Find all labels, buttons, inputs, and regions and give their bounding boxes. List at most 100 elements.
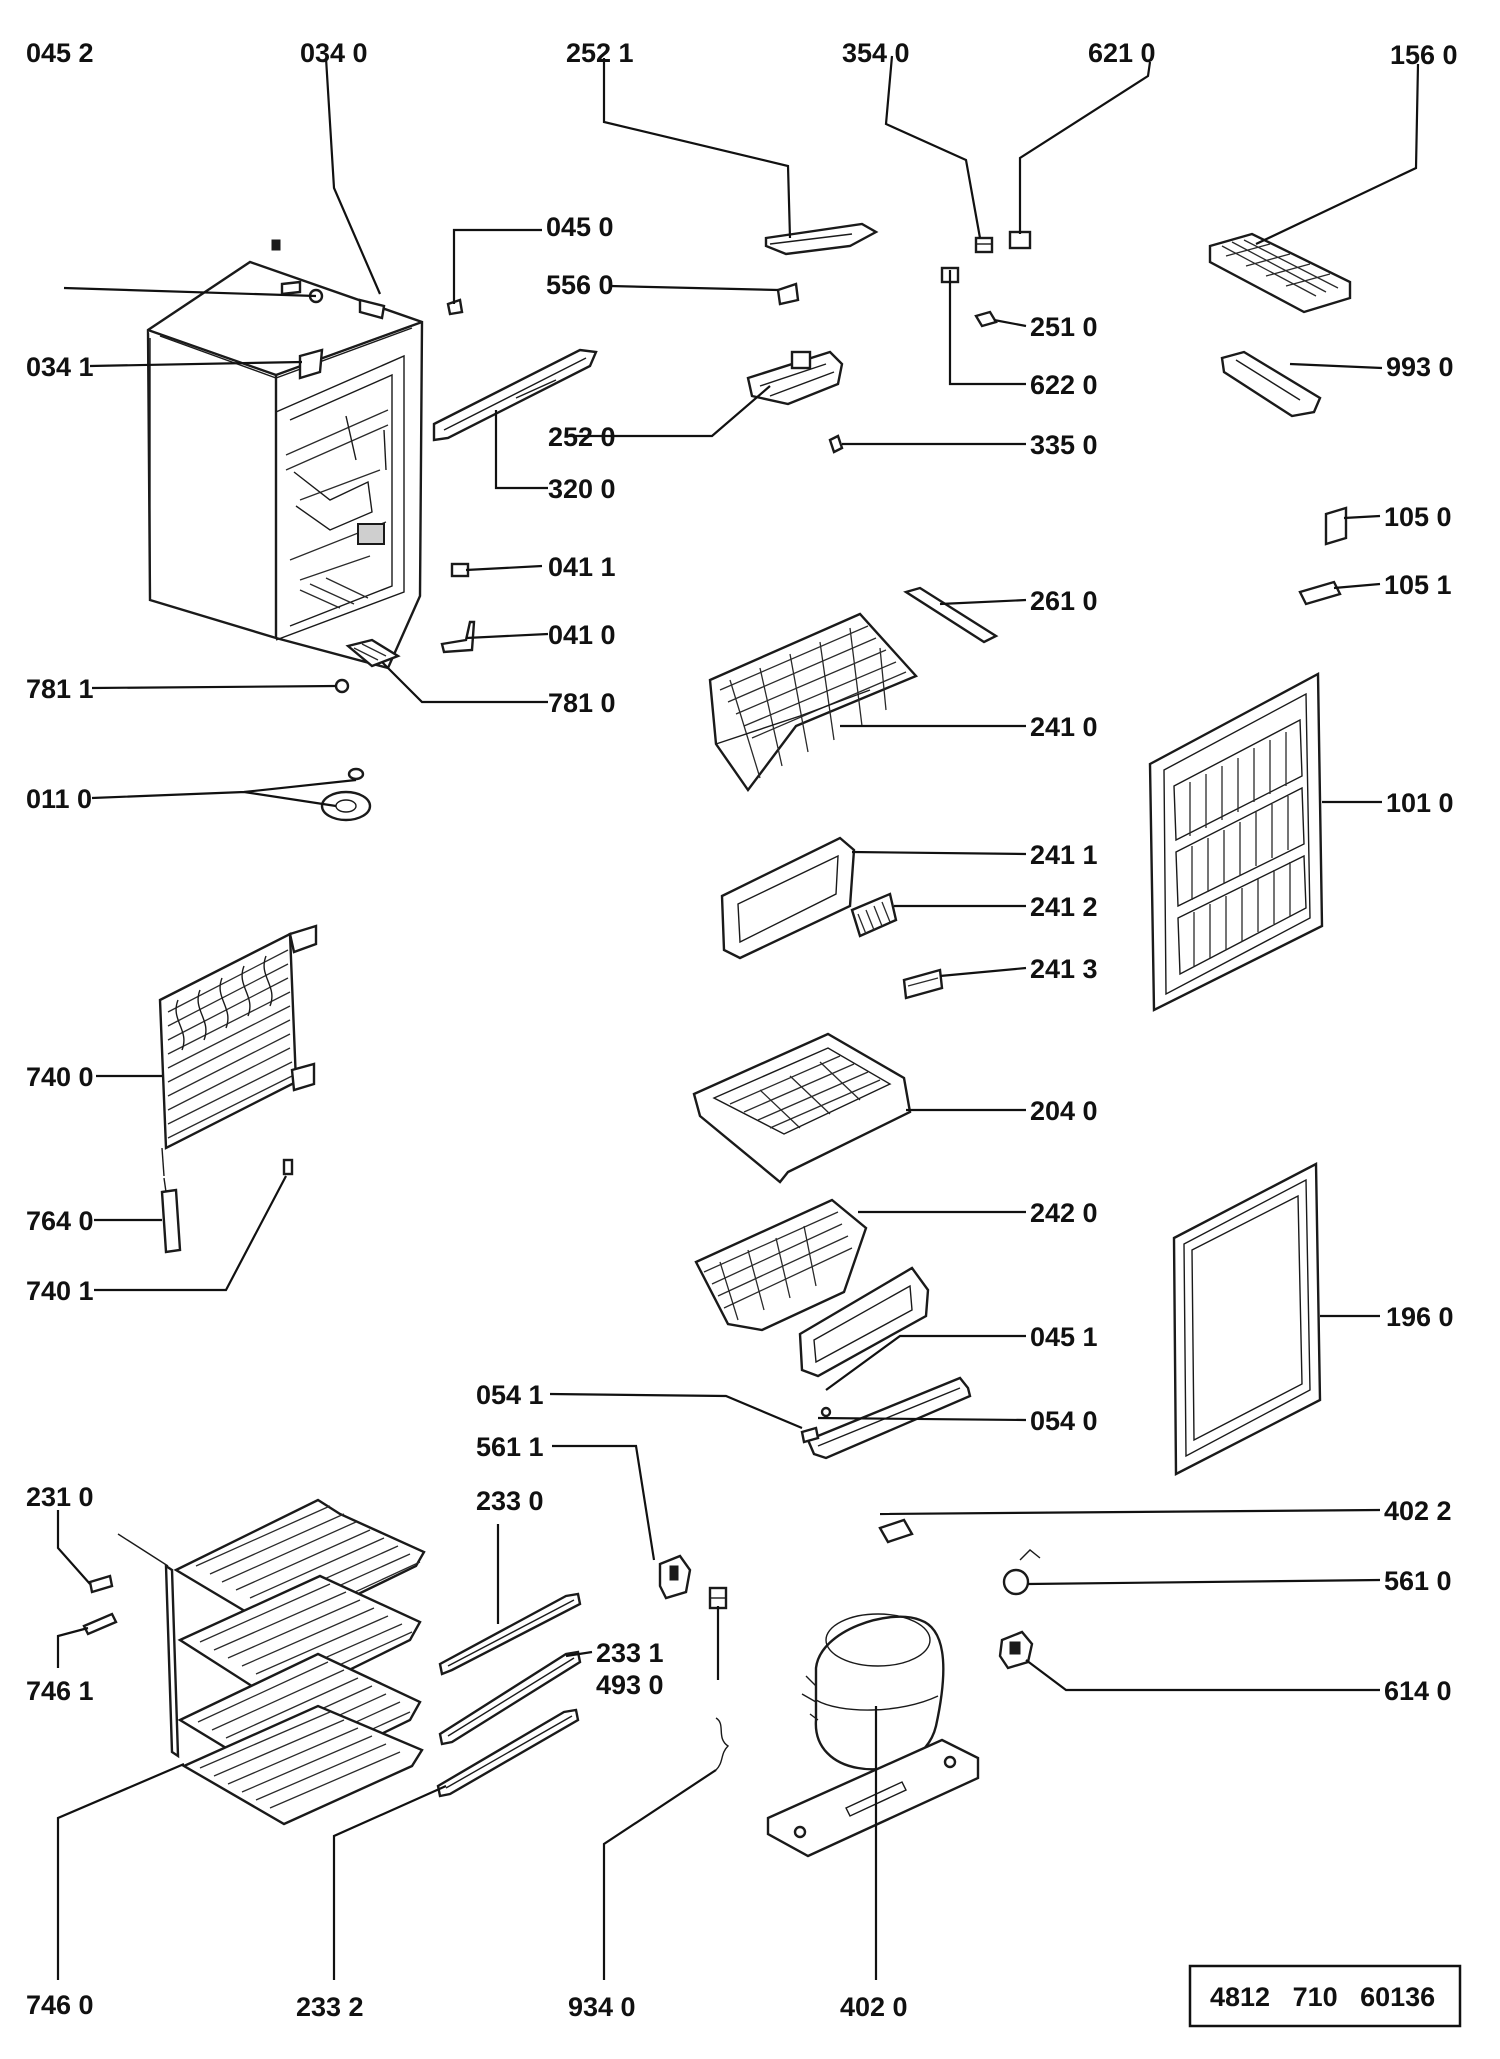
freezer-flap xyxy=(720,836,856,960)
label-764-0: 764 0 xyxy=(26,1206,94,1236)
bracket-small xyxy=(1324,506,1348,546)
drier-filter xyxy=(160,1177,182,1254)
label-011-0: 011 0 xyxy=(26,784,92,814)
overload-protector xyxy=(878,1518,914,1544)
label-556-0: 556 0 xyxy=(546,270,614,300)
foot-leveller xyxy=(345,638,401,668)
door-gasket xyxy=(1172,1162,1322,1476)
label-034-1: 034 1 xyxy=(26,352,94,382)
ice-cube-tray xyxy=(1208,232,1352,314)
shelf-rail-lower xyxy=(436,1708,580,1798)
plug-part xyxy=(974,310,998,328)
label-740-1: 740 1 xyxy=(26,1276,94,1306)
flap-hinge xyxy=(850,892,898,938)
basket-front xyxy=(798,1266,930,1378)
label-233-0: 233 0 xyxy=(476,1486,544,1516)
label-781-0: 781 0 xyxy=(548,688,616,718)
hinge-pin xyxy=(446,298,464,316)
label-054-0: 054 0 xyxy=(1030,1406,1098,1436)
lower-wire-basket xyxy=(694,1198,868,1332)
thermostat-knob-part xyxy=(776,282,800,306)
label-561-0: 561 0 xyxy=(1384,1566,1452,1596)
label-402-0: 402 0 xyxy=(840,1992,908,2022)
top-trim-bar xyxy=(432,348,598,442)
label-402-2: 402 2 xyxy=(1384,1496,1452,1526)
compressor xyxy=(766,1613,980,1858)
label-335-0: 335 0 xyxy=(1030,430,1098,460)
label-354-0: 354 0 xyxy=(842,38,910,68)
label-204-0: 204 0 xyxy=(1030,1096,1098,1126)
label-233-1: 233 1 xyxy=(596,1638,664,1668)
bracket-flat xyxy=(1298,580,1342,606)
label-045-0: 045 0 xyxy=(546,212,614,242)
label-746-0: 746 0 xyxy=(26,1990,94,2020)
label-252-0: 252 0 xyxy=(548,422,616,452)
label-242-0: 242 0 xyxy=(1030,1198,1098,1228)
label-101-0: 101 0 xyxy=(1386,788,1454,818)
label-561-1: 561 1 xyxy=(476,1432,544,1462)
wire-lead xyxy=(715,1717,730,1771)
label-261-0: 261 0 xyxy=(1030,586,1098,616)
label-045-2: 045 2 xyxy=(26,38,94,68)
relay xyxy=(658,1554,692,1600)
label-045-1: 045 1 xyxy=(1030,1322,1098,1352)
label-251-0: 251 0 xyxy=(1030,312,1098,342)
wire-basket xyxy=(708,612,919,793)
label-054-1: 054 1 xyxy=(476,1380,544,1410)
label-252-1: 252 1 xyxy=(566,38,634,68)
label-196-0: 196 0 xyxy=(1386,1302,1454,1332)
lamp-holder xyxy=(974,236,994,254)
label-621-0: 621 0 xyxy=(1088,38,1156,68)
label-041-1: 041 1 xyxy=(548,552,616,582)
label-041-0: 041 0 xyxy=(548,620,616,650)
small-clip xyxy=(82,1612,118,1636)
label-934-0: 934 0 xyxy=(568,1992,636,2022)
evaporator xyxy=(158,924,318,1177)
part-labels: 045 2 034 0 252 1 354 0 621 0 156 0 045 … xyxy=(26,38,1458,2022)
lamp-cover xyxy=(1008,230,1032,250)
label-105-0: 105 0 xyxy=(1384,502,1452,532)
hinge-bracket xyxy=(440,620,476,654)
label-493-0: 493 0 xyxy=(596,1670,664,1700)
thermostat-housing xyxy=(746,350,844,406)
label-233-2: 233 2 xyxy=(296,1992,364,2022)
door-panel xyxy=(1148,672,1324,1012)
rail-small-part xyxy=(800,1426,820,1444)
hinge-block xyxy=(450,562,470,578)
cover-plate xyxy=(764,222,879,256)
small-tag xyxy=(88,1574,114,1594)
document-number-box: 4812 710 60136 xyxy=(1188,1964,1462,2028)
foot-part xyxy=(334,678,350,694)
flap-spring xyxy=(902,968,944,1000)
label-614-0: 614 0 xyxy=(1384,1676,1452,1706)
label-781-1: 781 1 xyxy=(26,674,94,704)
label-241-3: 241 3 xyxy=(1030,954,1098,984)
label-746-1: 746 1 xyxy=(26,1676,94,1706)
document-number: 4812 710 60136 xyxy=(1210,1982,1435,2012)
handle-strip xyxy=(903,586,999,644)
label-034-0: 034 0 xyxy=(300,38,368,68)
label-320-0: 320 0 xyxy=(548,474,616,504)
label-105-1: 105 1 xyxy=(1384,570,1452,600)
drip-tray xyxy=(1220,350,1322,418)
adjustable-foot xyxy=(320,767,372,822)
label-740-0: 740 0 xyxy=(26,1062,94,1092)
cabinet-body xyxy=(146,239,424,670)
label-622-0: 622 0 xyxy=(1030,370,1098,400)
label-993-0: 993 0 xyxy=(1386,352,1454,382)
terminal-block xyxy=(708,1586,728,1610)
shelf-rail-middle xyxy=(438,1650,582,1746)
label-231-0: 231 0 xyxy=(26,1482,94,1512)
bulb xyxy=(828,434,844,454)
starter-relay xyxy=(1002,1549,1041,1596)
label-241-2: 241 2 xyxy=(1030,892,1098,922)
capillary-clip xyxy=(282,1158,294,1176)
label-241-1: 241 1 xyxy=(1030,840,1098,870)
shelf-rail-upper xyxy=(438,1592,582,1676)
shelf-tray xyxy=(692,1032,912,1184)
label-156-0: 156 0 xyxy=(1390,40,1458,70)
leader-lines xyxy=(56,55,1420,1980)
shelf-stack xyxy=(117,1498,426,1826)
label-241-0: 241 0 xyxy=(1030,712,1098,742)
